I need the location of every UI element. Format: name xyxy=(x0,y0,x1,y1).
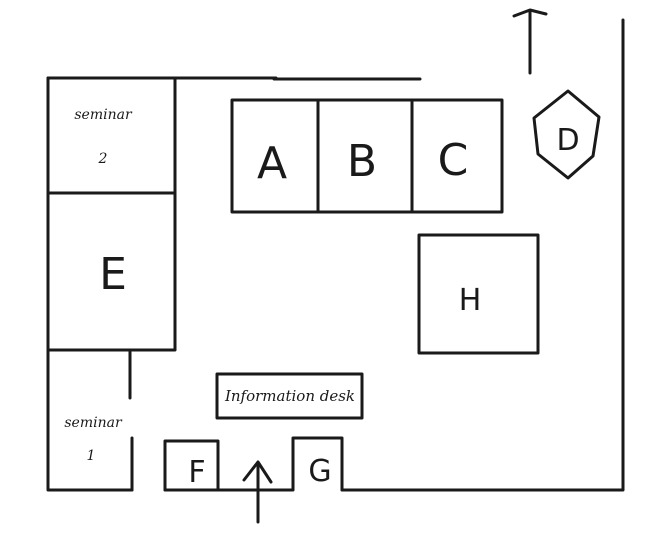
room-g-box xyxy=(291,436,344,492)
outer-wall-right xyxy=(340,18,625,492)
room-h-box xyxy=(417,233,540,355)
room-f-box xyxy=(163,439,220,492)
seminar-2-number: 2 xyxy=(98,151,108,167)
room-c-label: C xyxy=(438,135,469,186)
information-desk-box xyxy=(215,372,364,420)
room-d-hexagon xyxy=(532,89,601,180)
room-g-label: G xyxy=(308,454,331,489)
entrance-arrow-up-icon xyxy=(242,460,273,524)
room-h-label: H xyxy=(459,283,482,318)
room-a-label: A xyxy=(257,138,287,189)
room-f-label: F xyxy=(188,455,205,490)
exit-arrow-up-icon xyxy=(512,8,548,75)
seminar-1-number: 1 xyxy=(87,448,96,464)
outer-wall-left xyxy=(46,76,134,492)
room-e-wall xyxy=(46,191,177,352)
seminar-1-label: seminar xyxy=(64,415,123,431)
room-c-box xyxy=(410,98,504,214)
seminar-2-label: seminar xyxy=(74,107,133,123)
room-d-label: D xyxy=(556,123,579,158)
room-e-label: E xyxy=(99,249,127,300)
room-b-label: B xyxy=(347,136,377,187)
seminar-2-wall xyxy=(46,76,177,195)
information-desk-label: Information desk xyxy=(224,387,355,405)
